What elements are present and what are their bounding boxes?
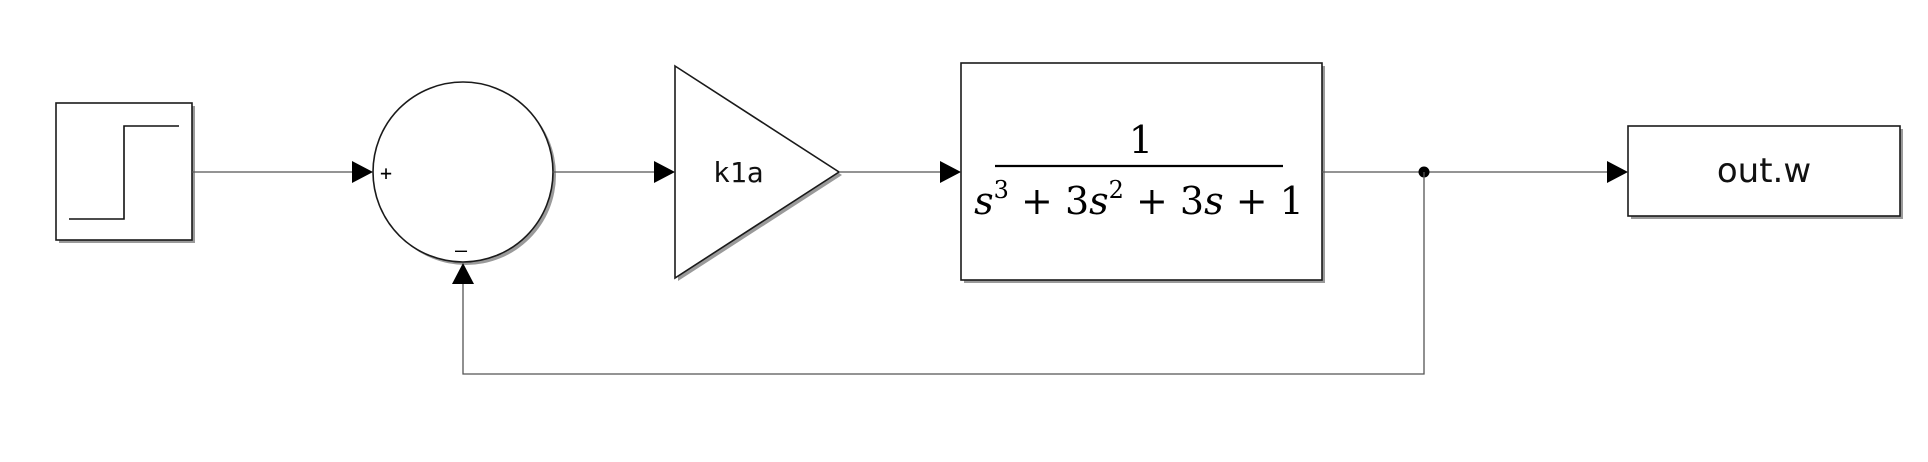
tf-den-op2: + 3 [1124, 179, 1204, 223]
tf-numerator: 1 [1129, 118, 1153, 162]
arrow-into-gain [654, 161, 675, 183]
output-block[interactable]: out.w [1627, 125, 1903, 219]
arrow-into-sum-minus [452, 263, 474, 284]
gain-label: k1a [713, 156, 764, 189]
gain-block[interactable]: k1a [674, 64, 842, 281]
sum-block-frame [372, 81, 554, 263]
step-block[interactable] [55, 102, 195, 243]
arrow-into-plant [940, 161, 961, 183]
tf-den-op3: + 1 [1224, 179, 1304, 223]
tf-den-s3-exp: 3 [994, 176, 1009, 204]
wire-feedback-path [462, 172, 1425, 375]
tf-den-s1: s [1204, 179, 1224, 223]
tf-den-s2-base: s [1089, 179, 1109, 223]
arrow-into-output [1607, 161, 1628, 183]
tf-den-s2-exp: 2 [1109, 176, 1124, 204]
output-label: out.w [1717, 151, 1811, 191]
step-signal-icon [69, 125, 179, 220]
tf-den-s3-base: s [974, 179, 994, 223]
gain-block-frame [674, 64, 841, 280]
arrow-into-sum-plus [352, 161, 373, 183]
sum-block[interactable]: + – [372, 81, 556, 265]
transfer-function-frame [960, 62, 1323, 281]
tf-denominator: s3 + 3s2 + 3s + 1 [974, 176, 1304, 223]
output-block-frame [1627, 125, 1901, 217]
sum-plus-sign: + [380, 161, 392, 185]
sum-minus-sign: – [455, 238, 468, 262]
transfer-function-block[interactable]: 1 s3 + 3s2 + 3s + 1 [960, 62, 1325, 283]
tf-den-op1: + 3 [1009, 179, 1089, 223]
